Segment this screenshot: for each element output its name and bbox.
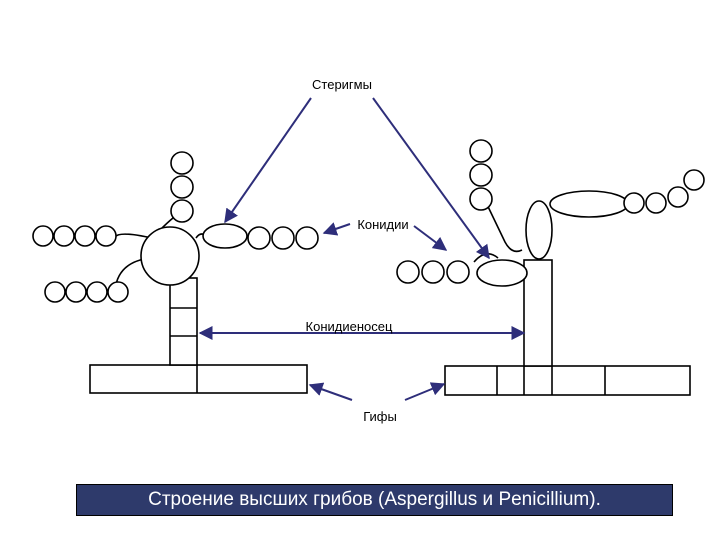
right-conidium — [667, 186, 689, 208]
right-sterigma — [549, 190, 629, 218]
right-conidium — [623, 192, 645, 214]
left-conidium — [170, 175, 194, 199]
right-conidium — [469, 163, 493, 187]
right-conidium — [446, 260, 470, 284]
label-konidienosets: Конидиеносец — [306, 319, 393, 334]
left-conidium — [65, 281, 87, 303]
arrow-gify-left — [308, 382, 353, 401]
left-conidium — [271, 226, 295, 250]
left-conidium — [247, 226, 271, 250]
left-conidium — [74, 225, 96, 247]
right-conidium — [645, 192, 667, 214]
right-conidium — [469, 139, 493, 163]
right-sterigma — [525, 200, 553, 260]
left-conidium — [170, 151, 194, 175]
right-sterigma — [476, 259, 528, 287]
arrow-sterigmy-left — [224, 97, 312, 224]
right-conidium — [421, 260, 445, 284]
left-conidiophore — [169, 277, 198, 366]
left-conidium — [170, 199, 194, 223]
left-conidium — [295, 226, 319, 250]
label-gify: Гифы — [363, 409, 397, 424]
aspergillus-structure — [32, 151, 319, 394]
left-hypha — [89, 364, 308, 394]
arrow-sterigmy-right — [372, 97, 490, 260]
left-conidium — [32, 225, 54, 247]
right-conidium — [683, 169, 705, 191]
arrow-konidii-left — [322, 222, 351, 236]
caption-box: Строение высших грибов (Aspergillus и Pe… — [76, 484, 673, 516]
left-vesicle — [140, 226, 200, 286]
right-hypha — [444, 365, 691, 396]
left-sterigma — [202, 223, 248, 249]
left-conidium — [53, 225, 75, 247]
penicillium-structure — [396, 139, 705, 396]
left-conidium — [86, 281, 108, 303]
label-konidii: Конидии — [357, 217, 408, 232]
label-sterigmy: Стеригмы — [312, 77, 372, 92]
right-conidium — [396, 260, 420, 284]
left-conidium — [44, 281, 66, 303]
arrow-gify-right — [404, 382, 446, 401]
right-conidium — [469, 187, 493, 211]
right-conidiophore — [523, 259, 553, 367]
arrow-konidii-right — [413, 225, 448, 251]
left-conidium — [107, 281, 129, 303]
left-conidium — [95, 225, 117, 247]
